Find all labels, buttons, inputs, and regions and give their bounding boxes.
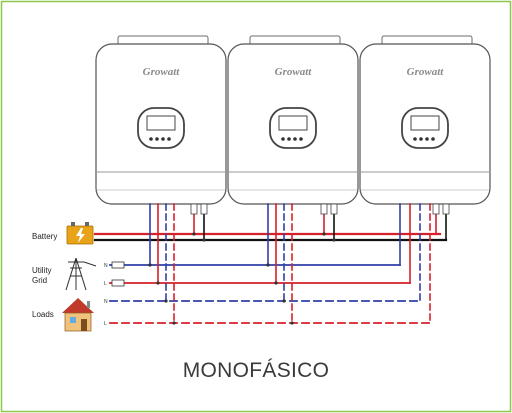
- inverter-2: Growatt: [227, 35, 359, 205]
- battery-icon: [66, 222, 94, 245]
- lcd-screen: [278, 115, 308, 131]
- brand-logo: Growatt: [275, 66, 313, 78]
- lcd-screen: [410, 115, 440, 131]
- marker-n: N: [104, 263, 108, 269]
- brand-logo: Growatt: [143, 66, 181, 78]
- marker-l: L: [104, 281, 107, 287]
- utility-pole-icon: [65, 257, 97, 291]
- diagram-caption: MONOFÁSICO: [182, 359, 330, 382]
- wiring: [93, 203, 450, 325]
- label-loads: Loads: [32, 310, 54, 319]
- house-icon: [62, 298, 94, 332]
- label-grid: Grid: [32, 276, 48, 285]
- marker-n: N: [104, 299, 108, 305]
- inverter-1: Growatt: [95, 35, 227, 205]
- inverter-3: Growatt: [359, 35, 491, 205]
- brand-logo: Growatt: [407, 66, 445, 78]
- label-battery: Battery: [32, 232, 58, 241]
- lcd-screen: [146, 115, 176, 131]
- label-utility: Utility: [32, 266, 52, 275]
- marker-l: L: [104, 321, 107, 327]
